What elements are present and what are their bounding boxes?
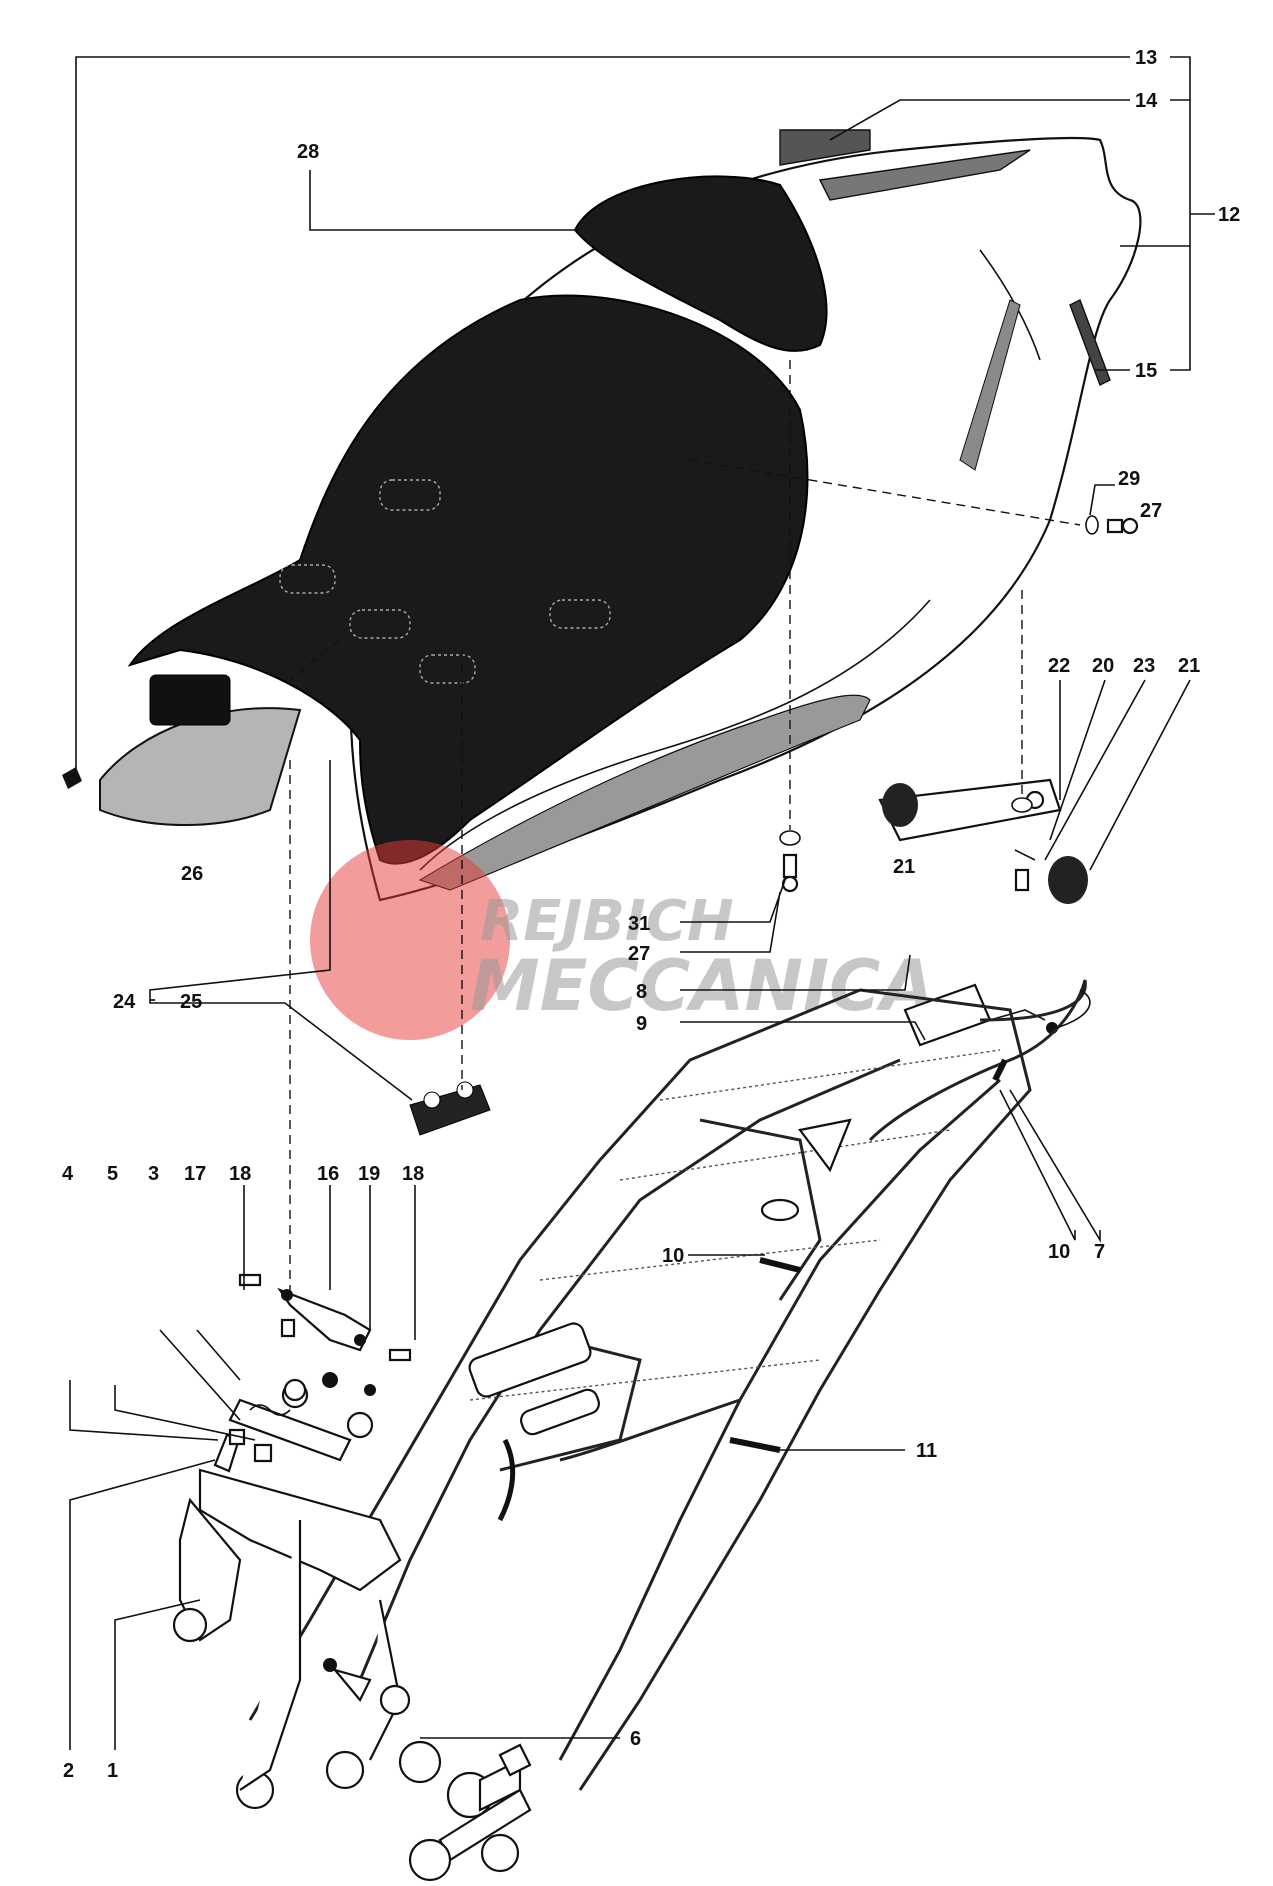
rear-subframe: [248, 979, 1087, 1791]
washer-29-screw-27: [1085, 515, 1139, 535]
callout-14: 14: [1135, 90, 1158, 112]
watermark-circle: [310, 840, 510, 1040]
hinge-small-parts: [228, 1273, 412, 1463]
callout-labels: 13 14 12 15 28 29 27 22 20 23 21 21 26 3…: [62, 47, 1240, 1782]
cable-7: [1047, 989, 1091, 1031]
callout-8: 8: [636, 981, 647, 1003]
callout-4: 4: [62, 1163, 74, 1185]
callout-18b: 18: [402, 1163, 424, 1185]
undertray: [62, 674, 302, 826]
callout-23: 23: [1133, 655, 1155, 677]
rider-seat: [127, 294, 809, 865]
callout-10a: 10: [662, 1245, 684, 1267]
callout-5: 5: [107, 1163, 118, 1185]
callout-2: 2: [63, 1760, 74, 1782]
callout-16: 16: [317, 1163, 339, 1185]
watermark-line2: MECCANICA: [470, 945, 935, 1027]
callout-28: 28: [297, 141, 319, 163]
callout-19: 19: [358, 1163, 380, 1185]
seat-bracket-25: [409, 1081, 491, 1136]
callout-17: 17: [184, 1163, 206, 1185]
callout-20: 20: [1092, 655, 1114, 677]
callout-26: 26: [181, 863, 203, 885]
strap-10b: [759, 1257, 801, 1273]
callout-27b: 27: [628, 943, 650, 965]
screw-31-27: [779, 830, 801, 893]
callout-13: 13: [1135, 47, 1157, 69]
callout-11: 11: [916, 1440, 937, 1462]
callout-29: 29: [1118, 468, 1140, 490]
strap-10a: [992, 1058, 1008, 1082]
callout-24: 24: [113, 991, 136, 1013]
callout-22: 22: [1048, 655, 1070, 677]
number-plate-light: [779, 129, 871, 166]
pillion-seat: [573, 175, 828, 352]
callout-27a: 27: [1140, 500, 1162, 522]
hinge-and-hangers: [172, 1381, 532, 1882]
callout-3: 3: [148, 1163, 159, 1185]
callout-18a: 18: [229, 1163, 251, 1185]
callout-25: 25: [180, 991, 202, 1013]
callout-31: 31: [628, 913, 650, 935]
bolt-22-23: [1011, 797, 1033, 892]
callout-21b: 21: [893, 856, 915, 878]
callout-9: 9: [636, 1013, 647, 1035]
callout-6: 6: [630, 1728, 641, 1750]
callout-12: 12: [1218, 204, 1240, 226]
callout-1: 1: [107, 1760, 118, 1782]
callout-15: 15: [1135, 360, 1157, 382]
leader-lines: [69, 56, 1215, 1750]
callout-21a: 21: [1178, 655, 1200, 677]
seat-lock-bracket: [878, 778, 1088, 904]
strap-11: [729, 1437, 781, 1453]
reflector: [1069, 299, 1111, 386]
callout-10b: 10: [1048, 1241, 1070, 1263]
callout-7: 7: [1094, 1241, 1105, 1263]
